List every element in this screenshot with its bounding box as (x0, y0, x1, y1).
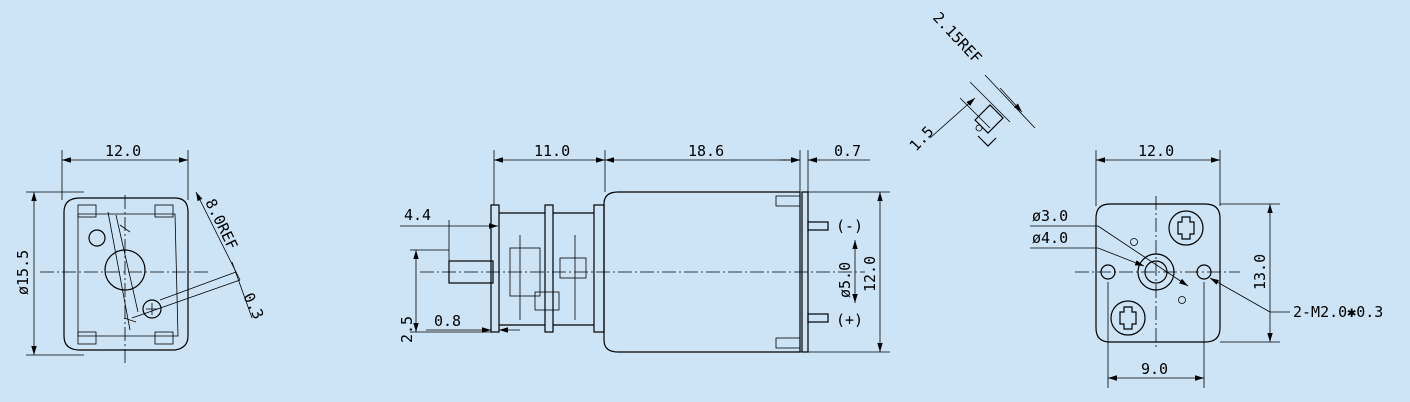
terminal-detail (929, 74, 1036, 147)
side-motor-dim: 18.6 (688, 142, 724, 160)
terminal-ref-dim: 2.15REF (929, 8, 985, 67)
terminal-negative: (-) (836, 217, 863, 235)
front-width-dim: 12.0 (105, 142, 141, 160)
side-height-dim: 12.0 (861, 256, 879, 292)
front-diameter-dim: ø15.5 (14, 250, 32, 295)
side-flange-dim: 0.8 (434, 312, 461, 330)
rear-height-dim: 13.0 (1251, 254, 1269, 290)
side-shaft-dia-dim: ø5.0 (836, 262, 854, 298)
side-shaft-len-dim: 4.4 (404, 206, 431, 224)
front-gap-dim: 0.3 (239, 290, 267, 322)
rear-thread-note: 2-M2.0✱0.3 (1293, 303, 1383, 321)
rear-hole-d2: ø4.0 (1032, 229, 1068, 247)
side-cap-dim: 0.7 (834, 142, 861, 160)
side-gearbox-dim: 11.0 (534, 142, 570, 160)
rear-view (1030, 150, 1290, 388)
rear-hole-d1: ø3.0 (1032, 207, 1068, 225)
terminal-thk-dim: 1.5 (906, 123, 938, 155)
front-view (26, 150, 253, 365)
front-ref-dim: 8.0REF (201, 196, 241, 253)
side-view (400, 150, 890, 353)
rear-spacing-dim: 9.0 (1141, 360, 1168, 378)
side-offset-dim: 2.5 (398, 316, 416, 343)
rear-width-dim: 12.0 (1138, 142, 1174, 160)
terminal-positive: (+) (836, 311, 863, 329)
